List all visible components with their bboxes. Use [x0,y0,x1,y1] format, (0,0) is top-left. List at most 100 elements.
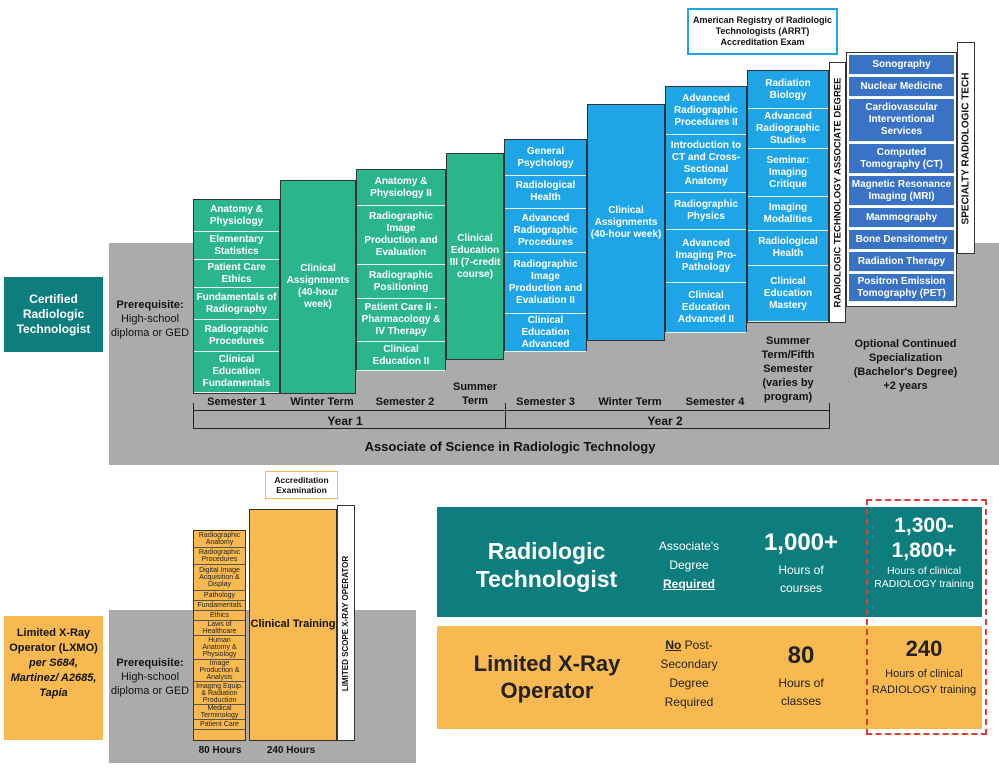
course-item: Imaging Modalities [748,197,828,231]
lxmo-spine: LIMITED SCOPE X-RAY OPERATOR [337,505,355,741]
year2-bracket [506,403,830,429]
year2-label: Year 2 [647,414,683,428]
lxo-hours-label: Hours of classes [778,676,824,708]
rt-degree: Associate's Degree Required [645,537,733,594]
stack-semester-4: Advanced Radiographic Procedures II Intr… [665,86,747,333]
course-item: Clinical Education Advanced [505,314,586,352]
arrt-box: American Registry of Radiologic Technolo… [687,8,838,55]
rt-clinical: 1,300-1,800+ Hours of clinical RADIOLOGY… [869,513,979,591]
term-semester-2: Semester 2 [375,396,435,408]
specialty-item: Nuclear Medicine [849,77,954,97]
lxo-clinical: 240 Hours of clinical RADIOLOGY training [869,636,979,698]
course-item: Clinical Education Fundamentals [194,352,279,393]
crt-label-text: Certified Radiologic Technologist [16,292,91,336]
accreditation-text: Accreditation Examination [274,475,329,495]
term-semester-1: Semester 1 [207,396,266,408]
stack-summer-2: Radiation Biology Advanced Radiographic … [747,70,829,323]
clinical-highlight-box [866,499,987,735]
course-item: Radiographic Image Production and Evalua… [505,253,586,314]
rt-hours-value: 1,000+ [763,529,839,556]
rt-clinical-value: 1,300-1,800+ [891,514,957,562]
summer-term-1-text: Clinical Education III (7-credit course) [449,232,501,280]
associate-label: Associate of Science in Radiologic Techn… [364,439,656,454]
lxmo-course: Radiographic Procedures [194,548,245,565]
lxo-row: Limited X-Ray Operator No Post-Secondary… [437,626,982,729]
lxmo-course: Image Production & Analysis [194,660,245,682]
optional-specialization: Optional Continued Specialization (Bache… [853,338,958,392]
lxo-degree-text: Post-Secondary Degree Required [660,638,718,709]
lxmo-course: Laws of Healthcare [194,621,245,636]
winter-term-1-block: Clinical Assignments (40-hour week) [280,180,356,394]
term-summer-2: Summer Term/Fifth Semester (varies by pr… [761,335,815,403]
clinical-training-text: Clinical Training [250,618,336,630]
lxmo-course: Digital Image Acquisition & Display [194,565,245,591]
specialty-item: Positron Emission Tomography (PET) [849,274,954,302]
lxmo-course: Pathology [194,591,245,601]
course-item: Fundamentals of Radiography [194,288,279,320]
lxmo-course: Imaging Equip. & Radiation Production [194,682,245,705]
lxo-degree-no: No [665,638,682,652]
lxmo-per-text: per S684, Martinez/ A2685, Tapia [10,657,97,699]
rt-degree-required: Required [662,577,715,591]
year1-bracket [193,403,506,429]
rt-hours: 1,000+ Hours of courses [741,529,861,597]
year-line [193,428,830,429]
course-item: Radiographic Positioning [357,265,445,299]
prereq-lower: Prerequisite: High-school diploma or GED [110,656,190,698]
stack-semester-1: Anatomy & Physiology Elementary Statisti… [193,199,280,394]
lxmo-course: Ethics [194,611,245,621]
course-item: Clinical Education II [357,342,445,371]
lxmo-course: Patient Care [194,720,245,730]
course-item: Advanced Radiographic Procedures [505,209,586,253]
prereq-upper-label: Prerequisite: [116,299,184,311]
course-item: Clinical Education Advanced II [666,283,746,333]
course-item: Elementary Statistics [194,232,279,260]
specialty-item: Computed Tomography (CT) [849,144,954,174]
stack-semester-3: General Psychology Radiological Health A… [504,139,587,352]
lxo-hours: 80 Hours of classes [741,642,861,710]
course-item: Anatomy & Physiology II [357,170,445,206]
term-winter-2: Winter Term [598,396,662,408]
course-item: Anatomy & Physiology [194,200,279,232]
lxo-clinical-label: Hours of clinical RADIOLOGY training [871,668,977,696]
lxmo-course: Medical Terminology [194,705,245,720]
winter-term-2-block: Clinical Assignments (40-hour week) [587,104,665,341]
rt-clinical-label: Hours of clinical RADIOLOGY training [874,565,974,590]
associate-degree-spine-text: RADIOLOGIC TECHNOLOGY ASSOCIATE DEGREE [832,77,844,308]
rt-degree-text: Associate's Degree [658,539,720,572]
term-winter-1: Winter Term [290,396,354,408]
prereq-upper-text: High-school diploma or GED [110,313,190,339]
lxo-degree: No Post-Secondary Degree Required [647,636,731,712]
course-item: Radiographic Procedures [194,320,279,352]
stack-semester-2: Anatomy & Physiology II Radiographic Ima… [356,169,446,371]
course-item: Radiological Health [505,176,586,209]
course-item: Introduction to CT and Cross-Sectional A… [666,135,746,193]
prereq-lower-text: High-school diploma or GED [110,671,190,697]
course-item: Radiological Health [748,231,828,266]
rt-hours-label: Hours of courses [778,563,824,595]
arrt-text: American Registry of Radiologic Technolo… [692,15,833,47]
course-item: Patient Care Ethics [194,260,279,288]
rt-row: Radiologic Technologist Associate's Degr… [437,507,982,617]
lxmo-spine-text: LIMITED SCOPE X-RAY OPERATOR [341,555,351,691]
year1-label: Year 1 [327,414,363,428]
course-item: Advanced Radiographic Procedures II [666,87,746,135]
term-summer-1: Summer Term [452,381,498,407]
specialty-item: Radiation Therapy [849,252,954,272]
course-item: Seminar: Imaging Critique [748,149,828,197]
semester-divider-line [193,410,830,411]
course-item: Radiation Biology [748,71,828,109]
hours-240-label: 240 Hours [266,745,316,756]
lxmo-course-stack: Radiographic Anatomy Radiographic Proced… [193,530,246,741]
specialty-item: Bone Densitometry [849,230,954,250]
lxmo-label-text: Limited X-Ray Operator (LXMO) [9,627,98,654]
winter-term-1-text: Clinical Assignments (40-hour week) [286,263,350,310]
term-semester-3: Semester 3 [516,396,575,408]
clinical-training-block: Clinical Training [249,509,337,741]
summer-term-1-block: Clinical Education III (7-credit course) [446,153,504,360]
prereq-upper: Prerequisite: High-school diploma or GED [110,298,190,340]
lxmo-course: Human Anatomy & Physiology [194,636,245,660]
crt-label: Certified Radiologic Technologist [4,277,103,352]
lxo-hours-value: 80 [787,642,815,669]
lxo-title: Limited X-Ray Operator [473,651,621,703]
